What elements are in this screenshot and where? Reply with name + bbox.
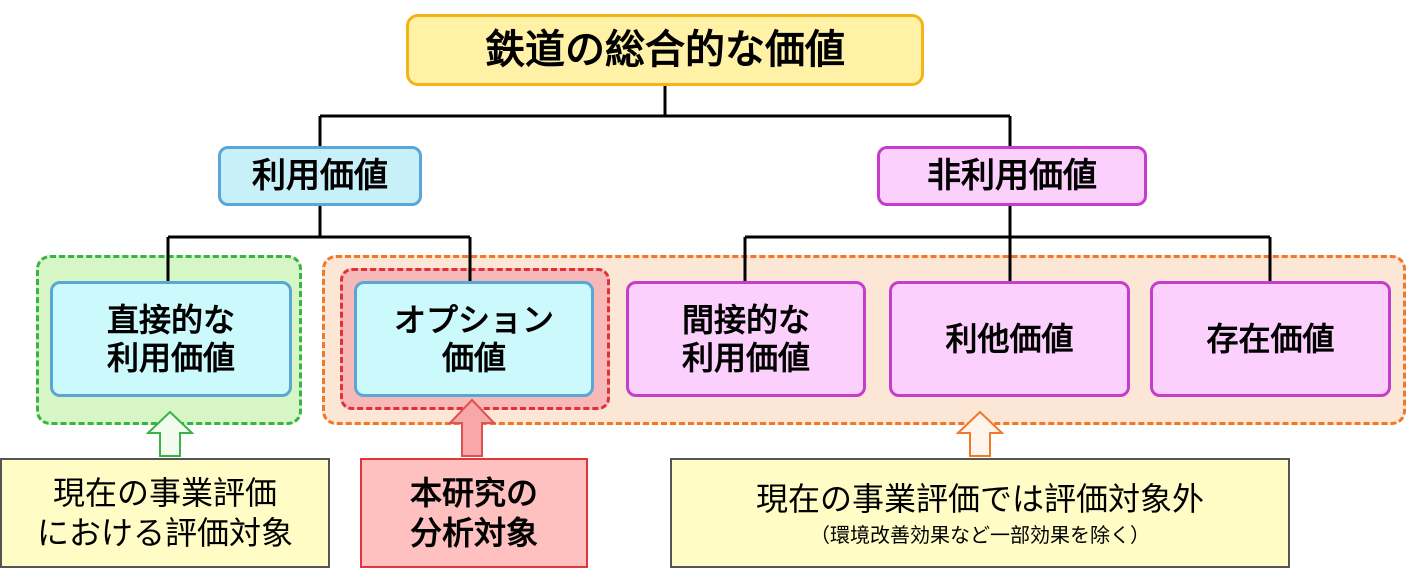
root-label: 鉄道の総合的な価値 xyxy=(485,27,845,73)
current-evaluation-note: 現在の事業評価 における評価対象 xyxy=(0,458,330,568)
note-current-line2: における評価対象 xyxy=(36,514,293,552)
up-arrow-icon xyxy=(955,410,1005,457)
use-value-label: 利用価値 xyxy=(252,155,388,196)
option-line1: オプション xyxy=(393,300,554,339)
altruistic-value-node: 利他価値 xyxy=(889,281,1130,397)
direct-use-value-node: 直接的な 利用価値 xyxy=(50,281,292,397)
nonuse-value-label: 非利用価値 xyxy=(927,155,1097,196)
root-node: 鉄道の総合的な価値 xyxy=(406,14,924,86)
existence-value-node: 存在価値 xyxy=(1150,281,1391,397)
up-arrow-icon xyxy=(447,398,497,457)
existence-label: 存在価値 xyxy=(1206,319,1335,358)
note-excluded-line1: 現在の事業評価では評価対象外 xyxy=(755,479,1204,518)
direct-line1: 直接的な xyxy=(106,300,235,339)
up-arrow-icon xyxy=(145,410,195,457)
option-value-node: オプション 価値 xyxy=(354,281,594,397)
indirect-use-value-node: 間接的な 利用価値 xyxy=(626,281,866,397)
note-study-line2: 分析対象 xyxy=(409,514,538,552)
option-line2: 価値 xyxy=(441,339,506,377)
study-target-note: 本研究の 分析対象 xyxy=(360,458,588,568)
excluded-evaluation-note: 現在の事業評価では評価対象外 （環境改善効果など一部効果を除く） xyxy=(670,458,1290,568)
indirect-line1: 間接的な xyxy=(681,300,810,339)
nonuse-value-node: 非利用価値 xyxy=(877,146,1147,206)
altruistic-label: 利他価値 xyxy=(945,319,1074,358)
indirect-line2: 利用価値 xyxy=(681,339,810,377)
note-excluded-line2: （環境改善効果など一部効果を除く） xyxy=(810,522,1150,547)
direct-line2: 利用価値 xyxy=(106,339,235,377)
note-current-line1: 現在の事業評価 xyxy=(52,474,277,512)
note-study-line1: 本研究の xyxy=(409,474,538,512)
use-value-node: 利用価値 xyxy=(218,146,422,206)
